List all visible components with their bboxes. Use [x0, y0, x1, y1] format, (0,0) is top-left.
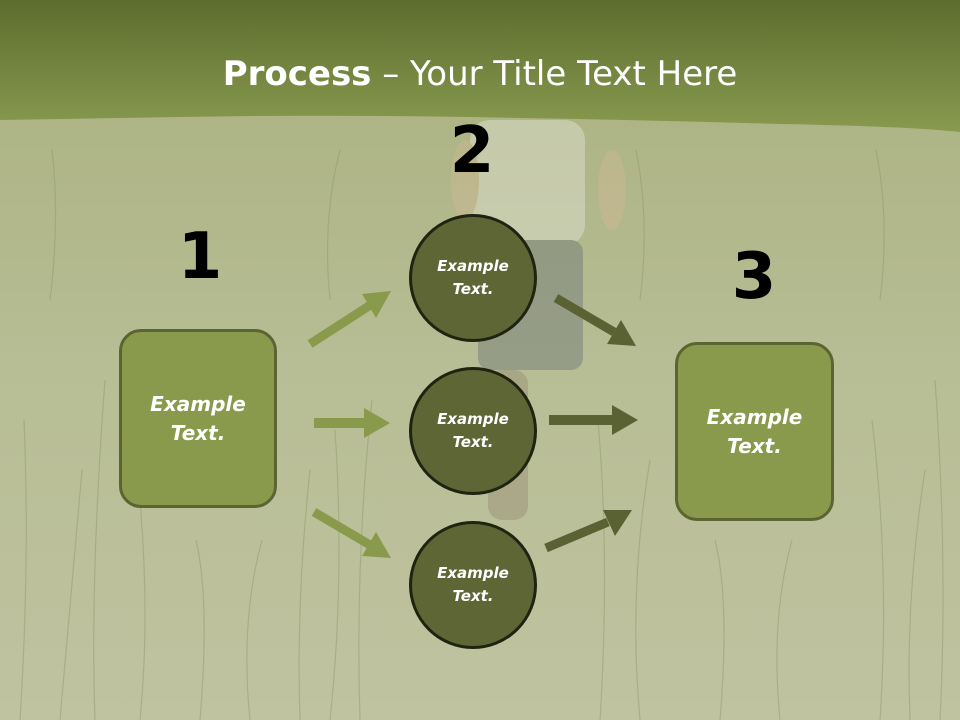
step-number-3: 3 — [731, 240, 777, 314]
step-2-circle-top: Example Text. — [409, 214, 537, 342]
step-1-box: Example Text. — [119, 329, 277, 508]
circle-top-text: Example Text. — [437, 257, 509, 298]
step-3-box: Example Text. — [675, 342, 834, 521]
step-3-text: Example Text. — [706, 404, 803, 458]
step-2-circle-bottom: Example Text. — [409, 521, 537, 649]
title-bold: Process — [222, 54, 372, 94]
circle-bottom-text: Example Text. — [437, 564, 509, 605]
circle-middle-text: Example Text. — [437, 410, 509, 451]
step-1-text: Example Text. — [150, 391, 246, 445]
slide-title: Process – Your Title Text Here — [0, 52, 960, 96]
step-number-2: 2 — [449, 114, 495, 188]
title-rest: – Your Title Text Here — [371, 54, 738, 94]
step-number-1: 1 — [177, 220, 223, 294]
step-2-circle-middle: Example Text. — [409, 367, 537, 495]
